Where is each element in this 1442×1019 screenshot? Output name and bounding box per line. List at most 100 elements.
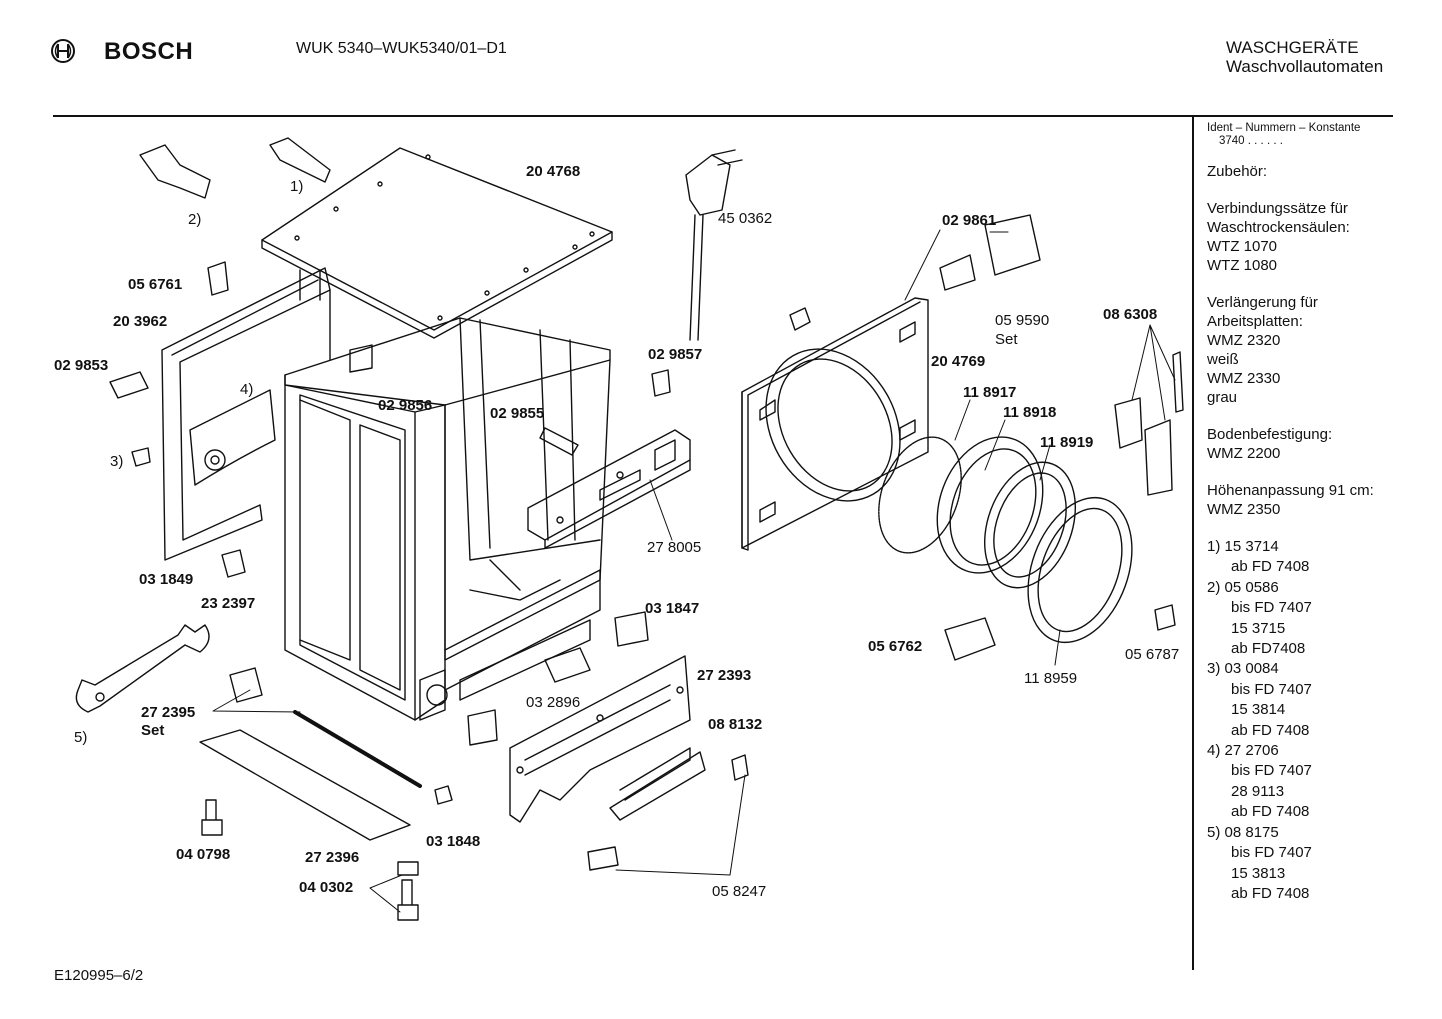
accessory-line: WTZ 1080 [1207, 257, 1278, 274]
main-cabinet-drawing [284, 317, 611, 721]
label-05-6787: 05 6787 [1125, 646, 1179, 663]
accessory-line: Bodenbefestigung: [1207, 426, 1333, 443]
label-27-2393: 27 2393 [697, 667, 751, 684]
header-divider [53, 115, 1393, 117]
accessory-line: WMZ 2330 [1207, 370, 1281, 387]
accessory-line: Verlängerung für [1207, 294, 1318, 311]
bosch-logo [50, 38, 76, 69]
control-bracket-drawing [527, 429, 691, 549]
label-11-8917: 11 8917 [963, 384, 1016, 401]
label-05-8247: 05 8247 [712, 883, 766, 900]
label-04-0302: 04 0302 [299, 879, 353, 896]
label-03-1847: 03 1847 [645, 600, 699, 617]
footnote-line: ab FD7408 [1231, 640, 1306, 658]
label-03-1848: 03 1848 [426, 833, 480, 850]
subcategory-title: Waschvollautomaten [1226, 57, 1384, 76]
footnote-line: 15 3813 [1231, 864, 1286, 882]
label-20-4769: 20 4769 [931, 353, 985, 370]
footnote-line: bis FD 7407 [1231, 844, 1312, 862]
footnote-line: 15 3814 [1231, 701, 1286, 719]
footnote-marker-2: 2) [188, 211, 201, 228]
sidebar-panel: Ident – Nummern – Konstante 3740 . . . .… [1207, 122, 1407, 904]
footnote-line: 08 8175 [1224, 823, 1279, 841]
footnote-marker: 5) [1207, 823, 1221, 841]
footnote-marker-4: 4) [240, 381, 253, 398]
label-03-1849: 03 1849 [139, 571, 193, 588]
sidebar-divider [1192, 117, 1194, 970]
footnote-line: 15 3715 [1231, 619, 1286, 637]
door-rings-drawing [878, 436, 1133, 644]
footnote-marker: 1) [1207, 538, 1221, 555]
accessory-line: grau [1207, 389, 1238, 406]
label-02-9857: 02 9857 [648, 346, 702, 363]
ident-title: Ident – Nummern – Konstante [1207, 122, 1361, 134]
accessory-group: Verbindungssätze für Waschtrockensäulen:… [1207, 199, 1407, 275]
document-id: E120995–6/2 [54, 967, 144, 984]
footnote-item: 4) 27 2706 [1207, 741, 1407, 761]
accessory-line: WTZ 1070 [1207, 238, 1278, 255]
label-set-1: Set [995, 331, 1018, 348]
accessory-line: Arbeitsplatten: [1207, 313, 1303, 330]
brand-name: BOSCH [104, 38, 194, 65]
footnote-item: 3) 03 0084 [1207, 659, 1407, 679]
footnote-marker: 2) [1207, 578, 1221, 596]
category-title: WASCHGERÄTE [1226, 38, 1359, 57]
top-cover-drawing [261, 147, 613, 339]
mains-plug-drawing [685, 149, 743, 341]
footnote-line: 03 0084 [1224, 660, 1279, 678]
footnote-line: ab FD 7408 [1231, 721, 1310, 739]
footnote-marker: 4) [1207, 742, 1221, 760]
footnote-item: 5) 08 8175 [1207, 823, 1407, 843]
feet-drawing [201, 799, 419, 921]
footnote-item: 2) 05 0586 [1207, 578, 1407, 598]
part-labels: 20 4768 45 0362 02 9861 05 9590 Set 08 6… [54, 163, 1179, 900]
footnote-list: 1) 15 3714 ab FD 7408 2) 05 0586 bis FD … [1207, 537, 1407, 904]
label-23-2397: 23 2397 [201, 595, 255, 612]
footnote-line: 05 0586 [1224, 578, 1279, 596]
label-11-8959: 11 8959 [1024, 670, 1077, 687]
label-03-2896: 03 2896 [526, 694, 580, 711]
accessories-title: Zubehör: [1207, 163, 1268, 180]
footnote-line: ab FD 7408 [1231, 884, 1310, 902]
accessory-line: WMZ 2320 [1207, 332, 1281, 349]
label-02-9856: 02 9856 [378, 397, 432, 414]
front-panel-drawing [741, 297, 929, 551]
label-02-9855: 02 9855 [490, 405, 544, 422]
label-20-4768: 20 4768 [526, 163, 580, 180]
accessory-line: WMZ 2350 [1207, 501, 1281, 518]
label-02-9861: 02 9861 [942, 212, 996, 229]
footnote-marker-5: 5) [74, 729, 87, 746]
label-05-6761: 05 6761 [128, 276, 182, 293]
leader-lines [212, 229, 1176, 913]
base-shelf-drawing [199, 729, 411, 841]
footnote-line: ab FD 7408 [1231, 558, 1310, 576]
accessory-line: Verbindungssätze für [1207, 200, 1348, 217]
footnote-line: 28 9113 [1231, 782, 1285, 800]
accessory-line: weiß [1207, 351, 1239, 368]
footnote-item: 1) 15 3714 [1207, 537, 1407, 557]
label-set-2: Set [141, 722, 164, 739]
footnote-line: 15 3714 [1224, 538, 1279, 555]
spanner-drawing [75, 624, 210, 713]
label-02-9853: 02 9853 [54, 357, 108, 374]
label-08-8132: 08 8132 [708, 716, 762, 733]
model-number: WUK 5340–WUK5340/01–D1 [296, 40, 507, 57]
accessory-group: Höhenanpassung 91 cm: WMZ 2350 [1207, 481, 1407, 519]
kickplate-drawing [509, 655, 691, 823]
accessory-line: Waschtrockensäulen: [1207, 219, 1350, 236]
label-11-8918: 11 8918 [1003, 404, 1056, 421]
footnote-line: bis FD 7407 [1231, 762, 1312, 780]
label-04-0798: 04 0798 [176, 846, 230, 863]
footnote-marker-3: 3) [110, 453, 123, 470]
cabinet-side-frame-drawing [161, 267, 331, 561]
label-45-0362: 45 0362 [718, 210, 772, 227]
label-08-6308: 08 6308 [1103, 306, 1157, 323]
label-05-9590: 05 9590 [995, 312, 1049, 329]
label-27-2396: 27 2396 [305, 849, 359, 866]
footnote-line: bis FD 7407 [1231, 680, 1312, 698]
accessory-line: Höhenanpassung 91 cm: [1207, 482, 1374, 499]
rod-drawing [293, 710, 422, 788]
label-20-3962: 20 3962 [113, 313, 167, 330]
footnote-line: 27 2706 [1224, 742, 1279, 760]
